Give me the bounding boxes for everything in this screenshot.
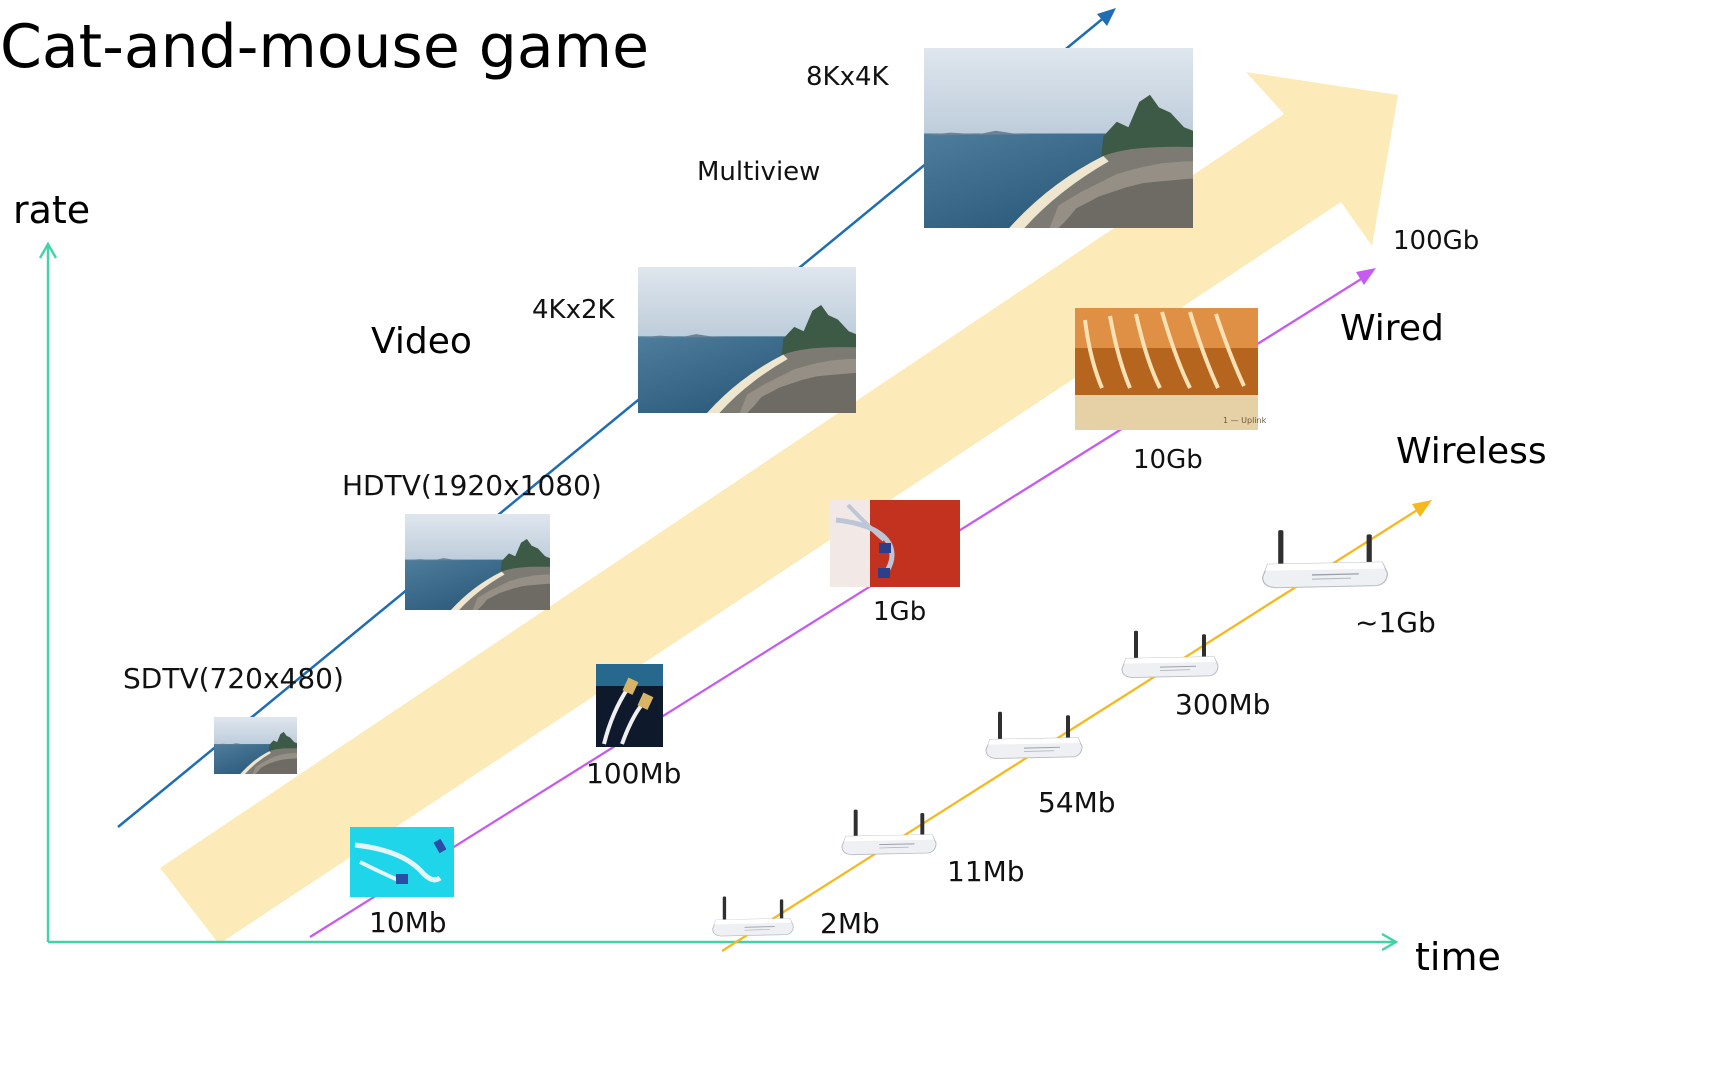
10mb-label: 10Mb [369, 906, 447, 939]
wired-group-label: Wired [1340, 308, 1444, 349]
video-group-label: Video [371, 321, 472, 362]
10mb-cable-photo [350, 827, 454, 897]
svg-text:1 — Uplink: 1 — Uplink [1223, 416, 1267, 425]
100mb-cable-photo [596, 664, 663, 747]
2mb-label: 2Mb [820, 907, 880, 940]
4k-photo [638, 267, 856, 413]
100mb-label: 100Mb [586, 757, 681, 790]
1gb-label: 1Gb [873, 597, 926, 627]
2mb-router [712, 895, 794, 937]
11mb-router [841, 809, 937, 856]
300mb-router [1121, 630, 1219, 679]
54mb-router [985, 711, 1083, 760]
y-axis-arrowhead [38, 241, 58, 259]
hdtv-photo [405, 514, 550, 610]
big-trend-arrow [160, 72, 1398, 944]
slide-title: Cat-and-mouse game [0, 12, 649, 82]
100gb-label: 100Gb [1393, 226, 1479, 256]
1gb-wireless-label: ~1Gb [1355, 606, 1436, 639]
sdtv-photo [214, 717, 297, 774]
hdtv-label: HDTV(1920x1080) [342, 469, 602, 502]
8k-label: 8Kx4K [806, 62, 890, 92]
x-axis-arrowhead [1381, 932, 1399, 952]
10gb-switch-photo: 1 — Uplink [1075, 308, 1267, 430]
4k-label: 4Kx2K [532, 295, 616, 325]
1gb-cable-photo [830, 500, 960, 587]
multiview-label: Multiview [697, 157, 820, 187]
wireless-group-label: Wireless [1396, 431, 1547, 472]
sdtv-label: SDTV(720x480) [123, 662, 344, 695]
wireless-trend-arrowhead [1412, 500, 1432, 517]
10gb-label: 10Gb [1133, 445, 1203, 475]
300mb-label: 300Mb [1175, 688, 1270, 721]
x-axis-label: time [1415, 935, 1501, 979]
axes [38, 241, 1399, 952]
54mb-label: 54Mb [1038, 786, 1116, 819]
8k-photo [924, 48, 1193, 228]
1gb-router [1261, 529, 1389, 589]
video-trend-arrowhead [1097, 8, 1116, 26]
11mb-label: 11Mb [947, 855, 1025, 888]
wired-trend-arrowhead [1356, 268, 1376, 285]
y-axis-label: rate [13, 188, 90, 232]
